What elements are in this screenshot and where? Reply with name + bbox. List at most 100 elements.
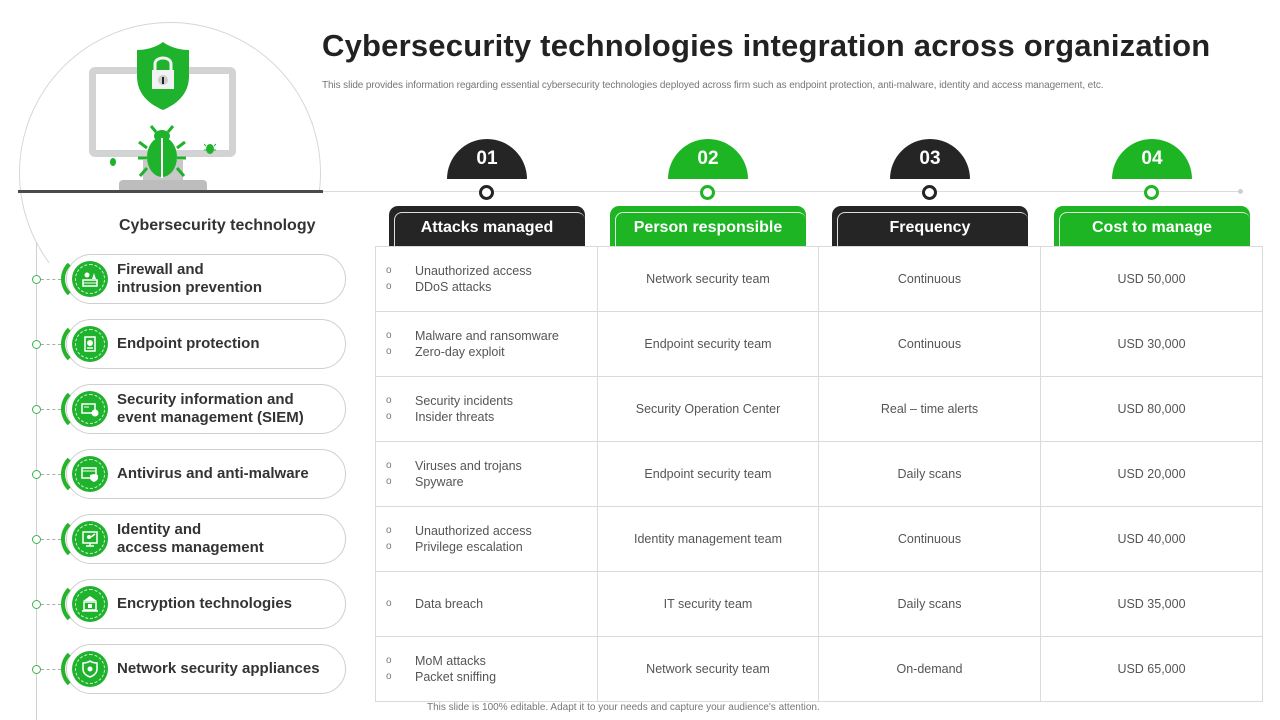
- table-row: Malware and ransomwareZero-day exploit E…: [376, 312, 1262, 377]
- attack-item: Viruses and trojans: [386, 458, 522, 474]
- tech-label: Identity and access management: [117, 521, 264, 556]
- timeline-node: [1144, 185, 1159, 200]
- attack-item: MoM attacks: [386, 653, 496, 669]
- cell-frequency: Continuous: [819, 312, 1041, 376]
- attack-item: Zero-day exploit: [386, 344, 559, 360]
- shield-lock-icon: [137, 42, 189, 110]
- column-header-person: Person responsible: [610, 206, 806, 246]
- footer-note: This slide is 100% editable. Adapt it to…: [427, 702, 820, 713]
- tech-item-network: Network security appliances: [28, 644, 348, 696]
- small-bug-icon: [204, 143, 216, 154]
- data-table: Unauthorized accessDDoS attacks Network …: [375, 246, 1263, 702]
- connector-dash: [41, 409, 61, 410]
- cell-person: Network security team: [598, 637, 819, 701]
- cell-cost: USD 20,000: [1117, 467, 1186, 481]
- tech-label: Encryption technologies: [117, 595, 293, 612]
- tech-label: Firewall and intrusion prevention: [117, 261, 263, 296]
- attack-item: Spyware: [386, 474, 522, 490]
- cell-person: Endpoint security team: [598, 312, 819, 376]
- connector-dash: [41, 539, 61, 540]
- cell-attacks: Unauthorized accessPrivilege escalation: [376, 507, 598, 571]
- connector-dot: [32, 340, 41, 349]
- column-number-badge: 03: [890, 139, 970, 179]
- cell-cost: USD 40,000: [1117, 532, 1186, 546]
- tech-item-antivirus: Antivirus and anti-malware: [28, 449, 348, 501]
- connector-dot: [32, 405, 41, 414]
- small-bug-icon: [110, 158, 116, 166]
- attack-item: DDoS attacks: [386, 279, 532, 295]
- cell-frequency: Daily scans: [819, 572, 1041, 636]
- page-subtitle: This slide provides information regardin…: [322, 80, 1104, 91]
- attack-item: Insider threats: [386, 409, 513, 425]
- accent-arc: [61, 386, 107, 432]
- cell-attacks: Malware and ransomwareZero-day exploit: [376, 312, 598, 376]
- accent-arc: [61, 516, 107, 562]
- connector-dot: [32, 470, 41, 479]
- cell-person: Network security team: [598, 247, 819, 311]
- connector-dot: [32, 275, 41, 284]
- table-row: Security incidentsInsider threats Securi…: [376, 377, 1262, 442]
- column-number-badge: 01: [447, 139, 527, 179]
- table-row: Viruses and trojansSpyware Endpoint secu…: [376, 442, 1262, 507]
- tech-pill: [66, 254, 346, 304]
- cell-cost: USD 35,000: [1117, 597, 1186, 611]
- accent-arc: [61, 321, 107, 367]
- connector-dash: [41, 604, 61, 605]
- table-row: Data breach IT security team Daily scans…: [376, 572, 1262, 637]
- left-vertical-line: [36, 242, 37, 720]
- connector-dot: [32, 665, 41, 674]
- connector-dot: [32, 535, 41, 544]
- cell-attacks: Unauthorized accessDDoS attacks: [376, 247, 598, 311]
- attack-item: Malware and ransomware: [386, 328, 559, 344]
- timeline-line: [323, 191, 1241, 192]
- tech-label: Network security appliances: [117, 660, 320, 677]
- accent-arc: [61, 451, 107, 497]
- table-row: Unauthorized accessDDoS attacks Network …: [376, 247, 1262, 312]
- tech-pill: [66, 319, 346, 369]
- connector-dash: [41, 279, 61, 280]
- cell-person: Identity management team: [598, 507, 819, 571]
- network-shield-icon: [72, 651, 108, 687]
- timeline-node: [922, 185, 937, 200]
- column-number-badge: 04: [1112, 139, 1192, 179]
- cell-frequency: Daily scans: [819, 442, 1041, 506]
- timeline-node: [479, 185, 494, 200]
- accent-arc: [61, 646, 107, 692]
- cell-person: Endpoint security team: [598, 442, 819, 506]
- cell-cost: USD 80,000: [1117, 402, 1186, 416]
- table-row: Unauthorized accessPrivilege escalation …: [376, 507, 1262, 572]
- cell-frequency: Continuous: [819, 247, 1041, 311]
- cell-attacks: Data breach: [376, 572, 598, 636]
- cell-cost: USD 30,000: [1117, 337, 1186, 351]
- column-header-label: Cost to manage: [1091, 219, 1212, 236]
- column-number-badge: 02: [668, 139, 748, 179]
- attack-item: Data breach: [386, 596, 483, 612]
- tech-pill: [66, 514, 346, 564]
- siem-icon: [72, 391, 108, 427]
- tech-item-identity: Identity and access management: [28, 514, 348, 566]
- tech-pill: [66, 384, 346, 434]
- cell-frequency: Continuous: [819, 507, 1041, 571]
- tech-pill: [66, 449, 346, 499]
- tech-label: Security information and event managemen…: [117, 391, 304, 426]
- monitor-base: [119, 180, 207, 190]
- timeline-node: [700, 185, 715, 200]
- attack-item: Security incidents: [386, 393, 513, 409]
- accent-arc: [61, 256, 107, 302]
- column-header-cost: Cost to manage: [1054, 206, 1250, 246]
- column-header-label: Frequency: [889, 219, 971, 236]
- cell-frequency: On-demand: [819, 637, 1041, 701]
- left-panel-heading: Cybersecurity technology: [119, 217, 316, 234]
- cell-attacks: Viruses and trojansSpyware: [376, 442, 598, 506]
- cell-cost: USD 50,000: [1117, 272, 1186, 286]
- tech-item-endpoint: Endpoint protection: [28, 319, 348, 371]
- cell-frequency: Real – time alerts: [819, 377, 1041, 441]
- tech-item-firewall: Firewall and intrusion prevention: [28, 254, 348, 306]
- tech-pill: [66, 579, 346, 629]
- cell-person: Security Operation Center: [598, 377, 819, 441]
- hero-base-line: [18, 190, 323, 193]
- bug-icon: [138, 125, 186, 178]
- encryption-icon: [72, 586, 108, 622]
- cell-cost: USD 65,000: [1117, 662, 1186, 676]
- attack-item: Packet sniffing: [386, 669, 496, 685]
